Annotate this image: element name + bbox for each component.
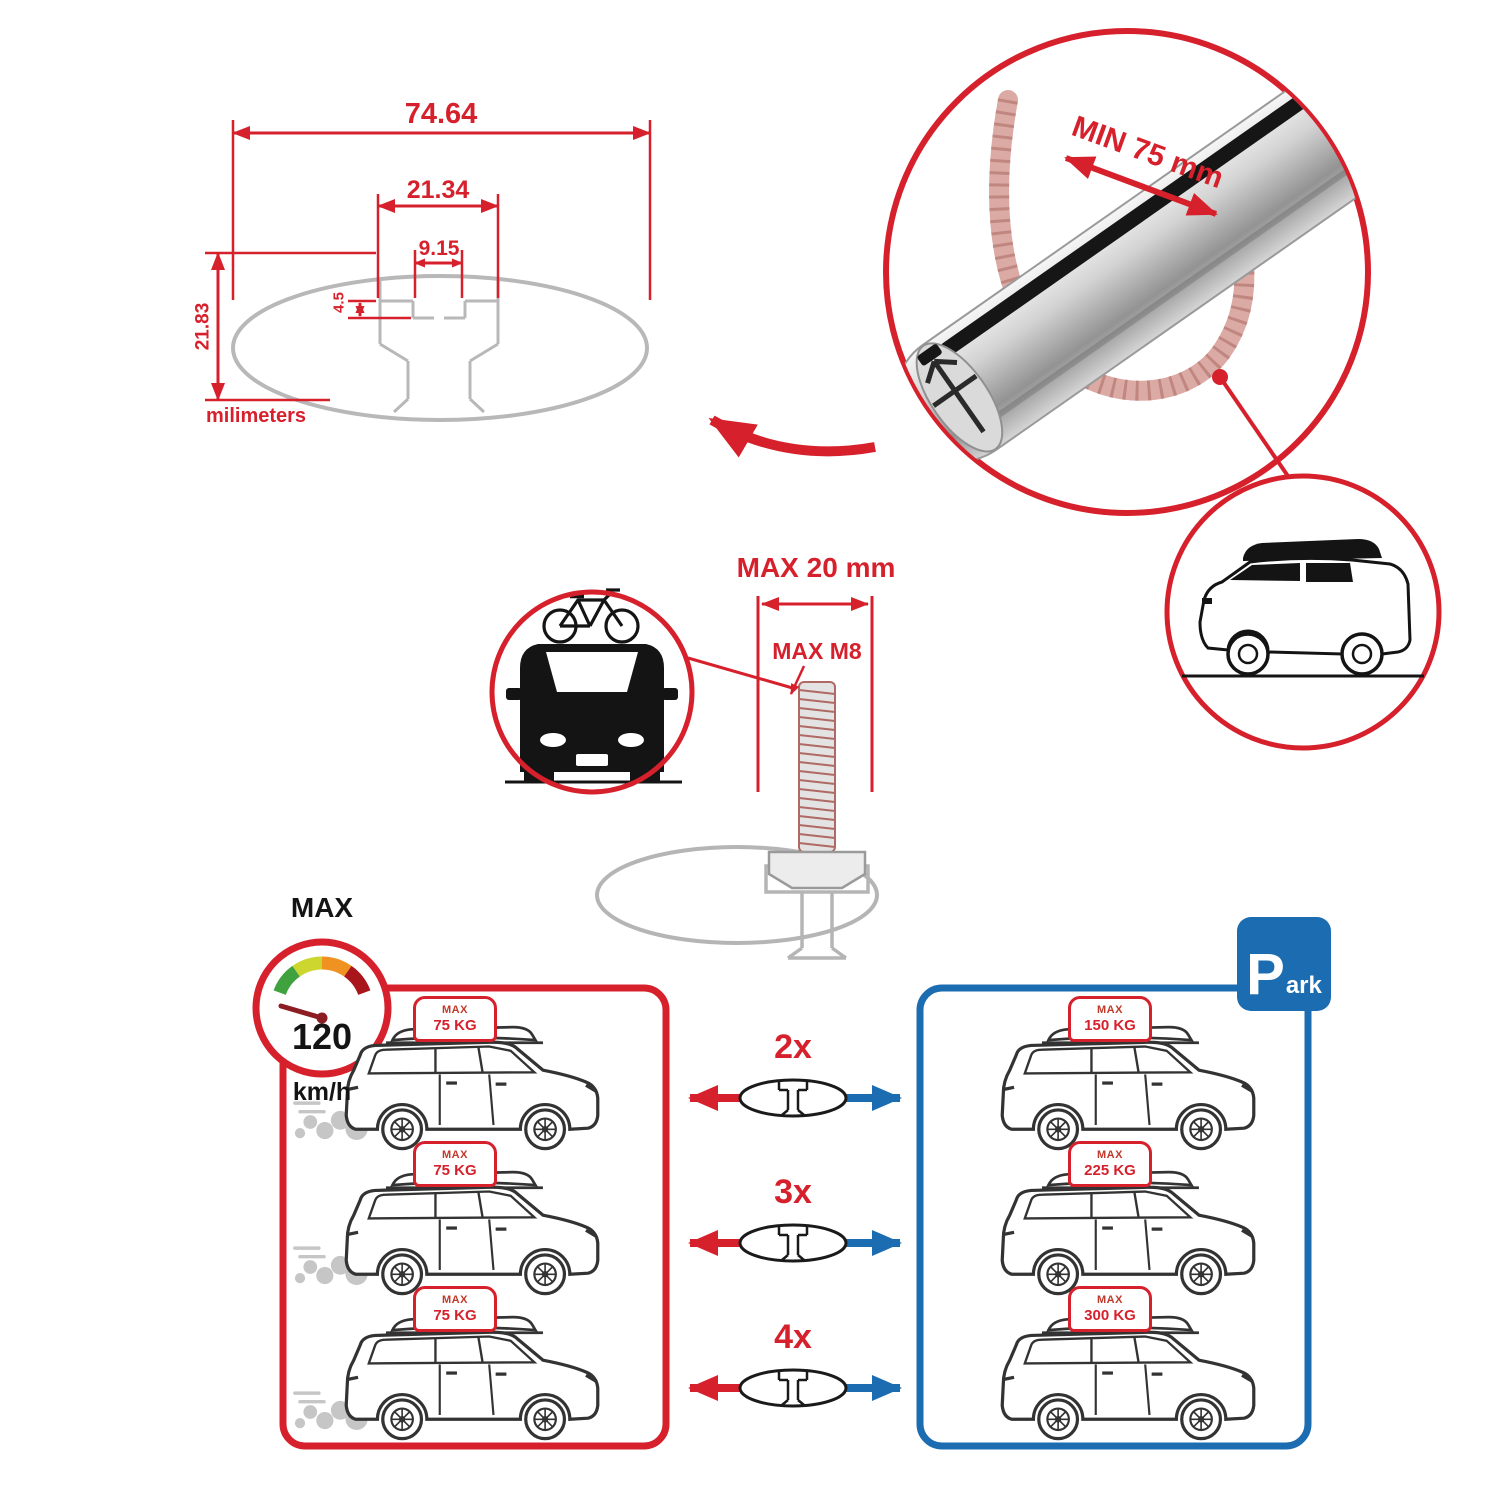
load-sign-value: 75 KG bbox=[433, 1307, 477, 1324]
load-sign-max: MAX bbox=[1097, 1294, 1123, 1306]
t-bolt-illustration bbox=[767, 681, 867, 890]
suv-with-roofbox-illustration bbox=[1182, 539, 1424, 678]
min-grip-arrow bbox=[1064, 155, 1218, 217]
callout-line-bolt bbox=[687, 656, 797, 691]
parked-cars bbox=[1000, 1025, 1256, 1441]
profile-cross-section-outline bbox=[231, 274, 649, 422]
load-sign-value: 225 KG bbox=[1084, 1162, 1136, 1179]
load-sign-max: MAX bbox=[1097, 1149, 1123, 1161]
speed-max-heading: MAX bbox=[290, 892, 354, 923]
dim-units-label: milimeters bbox=[206, 405, 307, 427]
crossbar-section-icon-3 bbox=[738, 1368, 848, 1408]
car-front-illustration bbox=[506, 644, 678, 783]
max-bolt-label: MAX M8 bbox=[772, 638, 862, 664]
load-sign-driving-3: MAX 75 KG bbox=[413, 1286, 497, 1332]
load-sign-max: MAX bbox=[442, 1149, 468, 1161]
load-sign-value: 150 KG bbox=[1084, 1017, 1136, 1034]
crossbar-detail-circle bbox=[883, 28, 1371, 516]
dim-total-width: 74.64 bbox=[404, 98, 478, 130]
crossbar-count-3: 4x bbox=[774, 1318, 812, 1356]
car-roofbox-circle bbox=[1164, 473, 1442, 751]
load-sign-max: MAX bbox=[442, 1004, 468, 1016]
bolt-dimension-lines bbox=[756, 596, 874, 792]
load-sign-value: 75 KG bbox=[433, 1017, 477, 1034]
crossbar-count-rows bbox=[688, 1078, 902, 1408]
dimension-lines bbox=[211, 126, 651, 401]
speed-units: km/h bbox=[292, 1078, 352, 1106]
profile-dimension-diagram bbox=[205, 120, 652, 422]
crossbar-section-icon-2 bbox=[738, 1223, 848, 1263]
callout-line bbox=[1218, 375, 1294, 484]
dimension-extension-lines bbox=[205, 120, 652, 402]
bicycle-icon bbox=[542, 588, 640, 644]
load-sign-value: 75 KG bbox=[433, 1162, 477, 1179]
dim-profile-height: 21.83 bbox=[192, 302, 214, 351]
load-sign-parked-1: MAX 150 KG bbox=[1068, 996, 1152, 1042]
load-sign-value: 300 KG bbox=[1084, 1307, 1136, 1324]
dim-channel-outer: 21.34 bbox=[406, 176, 470, 204]
load-sign-max: MAX bbox=[1097, 1004, 1123, 1016]
dim-channel-inner: 9.15 bbox=[418, 237, 460, 260]
speedometer-needle bbox=[278, 1003, 325, 1021]
load-sign-max: MAX bbox=[442, 1294, 468, 1306]
load-sign-driving-1: MAX 75 KG bbox=[413, 996, 497, 1042]
park-sign-letter: P bbox=[1246, 941, 1285, 1007]
load-sign-driving-2: MAX 75 KG bbox=[413, 1141, 497, 1187]
crossbar-count-2: 3x bbox=[774, 1173, 812, 1211]
max-slot-label: MAX 20 mm bbox=[736, 552, 896, 583]
crossbar-count-1: 2x bbox=[774, 1028, 812, 1066]
speedometer-icon bbox=[252, 938, 392, 1078]
bolt-detail bbox=[595, 596, 879, 960]
clamp-hook bbox=[989, 90, 1255, 401]
dim-lip-depth: 4.5 bbox=[330, 292, 348, 313]
bike-on-car-circle bbox=[489, 588, 797, 795]
load-sign-parked-3: MAX 300 KG bbox=[1068, 1286, 1152, 1332]
crossbar-section-icon-1 bbox=[738, 1078, 848, 1118]
arrow-bar-to-diagram bbox=[708, 415, 876, 458]
speed-value: 120 bbox=[291, 1016, 353, 1057]
load-sign-parked-2: MAX 225 KG bbox=[1068, 1141, 1152, 1187]
park-sign-rest: ark bbox=[1285, 971, 1322, 999]
